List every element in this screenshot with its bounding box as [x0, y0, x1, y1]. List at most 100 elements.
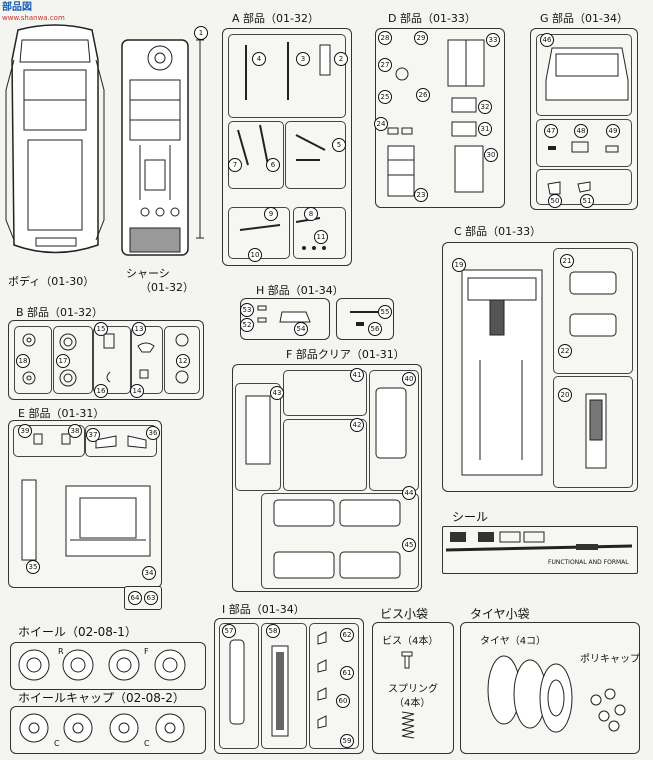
- section-d-title: D 部品（01-33）: [388, 12, 476, 25]
- part-number-39: 39: [18, 424, 32, 438]
- part-number-31: 31: [478, 122, 492, 136]
- part-number-64: 64: [128, 591, 142, 605]
- watermark-title: 部品図: [2, 2, 32, 13]
- section-f-cell-44: [261, 493, 419, 589]
- part-number-14: 14: [130, 384, 144, 398]
- section-i-cell-58: [261, 623, 307, 749]
- section-b-cell-5: [164, 326, 200, 394]
- section-f-frame: [232, 364, 422, 592]
- part-number-20: 20: [558, 388, 572, 402]
- part-number-53: 53: [240, 303, 254, 317]
- section-i-cell-57: [219, 623, 259, 749]
- section-a-title: A 部品（01-32）: [232, 12, 319, 25]
- section-seal-title: シール: [452, 510, 489, 524]
- part-number-35: 35: [26, 560, 40, 574]
- part-number-4: 4: [252, 52, 266, 66]
- seal-sheet: [442, 526, 638, 574]
- part-number-62: 62: [340, 628, 354, 642]
- part-number-49: 49: [606, 124, 620, 138]
- spring-label: スプリング: [388, 684, 438, 695]
- part-number-26: 26: [416, 88, 430, 102]
- part-number-44: 44: [402, 486, 416, 500]
- part-number-38: 38: [68, 424, 82, 438]
- seal-text: FUNCTIONAL AND FORMAL: [548, 559, 629, 566]
- part-number-42: 42: [350, 418, 364, 432]
- part-number-61: 61: [340, 666, 354, 680]
- part-number-58: 58: [266, 624, 280, 638]
- part-number-29: 29: [414, 31, 428, 45]
- section-a-cell-br: [293, 207, 346, 259]
- part-number-18: 18: [16, 354, 30, 368]
- part-number-28: 28: [378, 31, 392, 45]
- section-screw-title: ビス小袋: [380, 607, 429, 621]
- part-number-32: 32: [478, 100, 492, 114]
- section-g-frame: [530, 28, 638, 210]
- part-number-13: 13: [132, 322, 146, 336]
- part-number-59: 59: [340, 734, 354, 748]
- section-d-frame: [375, 28, 505, 208]
- part-number-8: 8: [304, 207, 318, 221]
- cap-mark-c-1: C: [54, 739, 60, 748]
- section-tire-title: タイヤ小袋: [470, 607, 530, 621]
- section-f-cell-40: [369, 370, 419, 491]
- section-wheel-title: ホイール（02-08-1）: [18, 625, 137, 639]
- part-number-36: 36: [146, 426, 160, 440]
- screw-label: ビス（4本）: [382, 636, 439, 647]
- section-e-cell-37-36: [85, 425, 157, 457]
- part-number-63: 63: [144, 591, 158, 605]
- part-number-30: 30: [484, 148, 498, 162]
- part-number-45: 45: [402, 538, 416, 552]
- polycap-label: ポリキャップ: [580, 654, 640, 665]
- wheel-mark-r: R: [58, 647, 64, 656]
- part-number-34: 34: [142, 566, 156, 580]
- section-a-cell-left: [228, 121, 284, 189]
- part-number-10: 10: [248, 248, 262, 262]
- part-number-43: 43: [270, 386, 284, 400]
- part-number-24: 24: [374, 117, 388, 131]
- wheel-frame: [10, 642, 206, 690]
- part-number-46: 46: [540, 33, 554, 47]
- section-g-cell-top: [536, 34, 632, 116]
- watermark: 部品図 www.shanwa.com: [2, 2, 65, 24]
- part-number-21: 21: [560, 254, 574, 268]
- part-number-17: 17: [56, 354, 70, 368]
- section-h-title: H 部品（01-34）: [256, 284, 344, 297]
- section-b-title: B 部品（01-32）: [16, 306, 104, 319]
- part-number-3: 3: [296, 52, 310, 66]
- part-number-23: 23: [414, 188, 428, 202]
- section-i-cell-59-62: [309, 623, 359, 749]
- section-c-frame: [442, 242, 638, 492]
- part-number-37: 37: [86, 428, 100, 442]
- section-c-title: C 部品（01-33）: [454, 225, 542, 238]
- section-a-cell-top: [228, 34, 346, 118]
- part-number-5: 5: [332, 138, 346, 152]
- section-c-cell-right-top: [553, 248, 633, 374]
- section-f-cell-42: [283, 419, 367, 491]
- part-number-52: 52: [240, 318, 254, 332]
- section-f-cell-43: [235, 383, 281, 491]
- section-i-title: I 部品（01-34）: [222, 603, 305, 616]
- tire-label: タイヤ（4コ）: [480, 636, 547, 647]
- part-number-11: 11: [314, 230, 328, 244]
- chassis-label: シャーシ: [126, 267, 170, 280]
- chassis-code: （01-32）: [140, 281, 194, 294]
- part-number-27: 27: [378, 58, 392, 72]
- part-number-15: 15: [94, 322, 108, 336]
- watermark-url: www.shanwa.com: [2, 14, 65, 22]
- section-g-cell-mid: [536, 119, 632, 167]
- body-label: ボディ（01-30）: [8, 275, 95, 288]
- part-number-55: 55: [378, 305, 392, 319]
- wheel-mark-f: F: [144, 647, 149, 656]
- part-number-47: 47: [544, 124, 558, 138]
- section-g-title: G 部品（01-34）: [540, 12, 628, 25]
- section-c-cell-right-bot: [553, 376, 633, 488]
- part-number-9: 9: [264, 207, 278, 221]
- wheelcap-frame: [10, 706, 206, 754]
- part-number-2: 2: [334, 52, 348, 66]
- part-number-48: 48: [574, 124, 588, 138]
- section-b-cell-3: [93, 326, 131, 394]
- part-number-40: 40: [402, 372, 416, 386]
- part-number-33: 33: [486, 33, 500, 47]
- part-number-41: 41: [350, 368, 364, 382]
- section-e-cell-39-38: [13, 425, 85, 457]
